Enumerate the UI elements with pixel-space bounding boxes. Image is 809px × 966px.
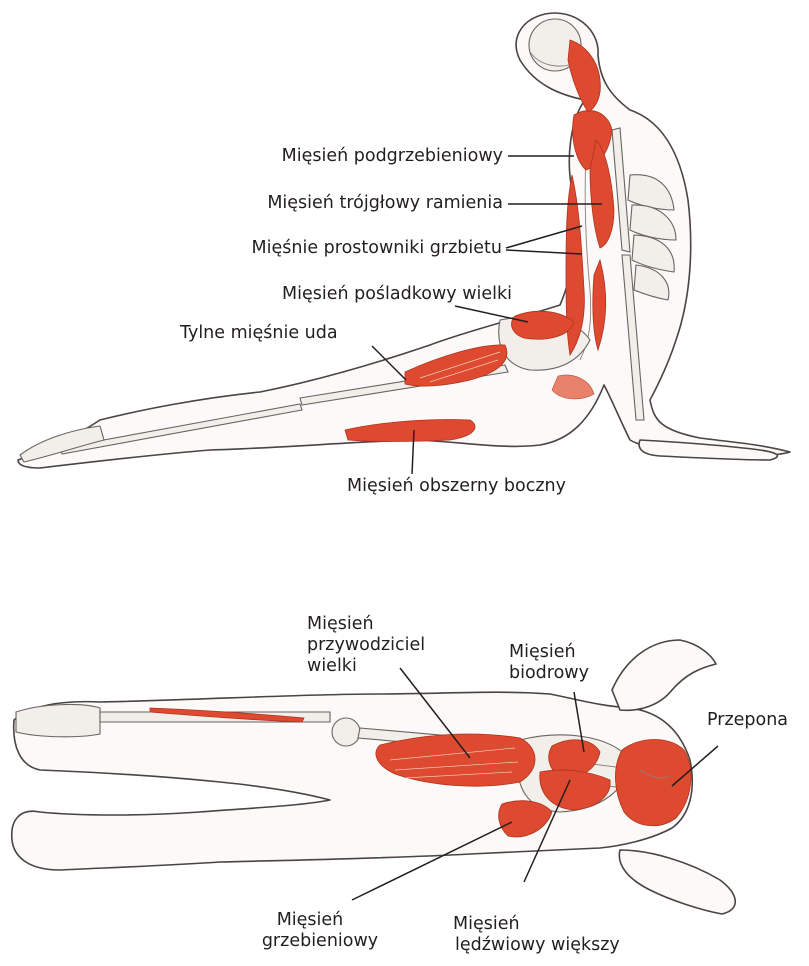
label-psoas-line2: lędźwiowy większy	[455, 935, 620, 956]
label-psoas-major: Mięsień lędźwiowy większy	[455, 914, 620, 956]
label-iliacus-line1: Mięsień	[509, 642, 589, 663]
bottom-figure-hand-top	[612, 640, 716, 710]
label-adductor-magnus-line3: wielki	[307, 656, 425, 677]
label-infraspinatus: Mięsień podgrzebieniowy	[282, 146, 503, 167]
label-hamstrings: Tylne mięśnie uda	[180, 323, 338, 344]
label-erector-spinae: Mięśnie prostowniki grzbietu	[252, 238, 502, 259]
bottom-figure-foot-bones	[16, 705, 100, 737]
label-vastus-lateralis: Mięsień obszerny boczny	[347, 476, 566, 497]
label-pectineus-line2: grzebieniowy	[253, 931, 387, 952]
label-psoas-line1: Mięsień	[453, 914, 613, 935]
label-pectineus: Mięsień grzebieniowy	[253, 910, 387, 952]
label-adductor-magnus-line1: Mięsień	[307, 614, 425, 635]
label-pectineus-line1: Mięsień	[243, 910, 377, 931]
label-diaphragm: Przepona	[707, 710, 788, 731]
bottom-figure	[12, 640, 736, 914]
leader-gluteus	[455, 306, 528, 322]
bottom-diaphragm-muscle	[615, 740, 691, 826]
label-iliacus-line2: biodrowy	[509, 663, 589, 684]
bottom-figure-knee	[332, 718, 360, 746]
label-triceps: Mięsień trójgłowy ramienia	[267, 193, 503, 214]
bottom-figure-hand-bottom	[619, 850, 735, 914]
label-iliacus: Mięsień biodrowy	[509, 642, 589, 684]
label-gluteus-maximus: Mięsień pośladkowy wielki	[282, 284, 512, 305]
label-adductor-magnus: Mięsień przywodziciel wielki	[307, 614, 425, 677]
label-adductor-magnus-line2: przywodziciel	[307, 635, 425, 656]
